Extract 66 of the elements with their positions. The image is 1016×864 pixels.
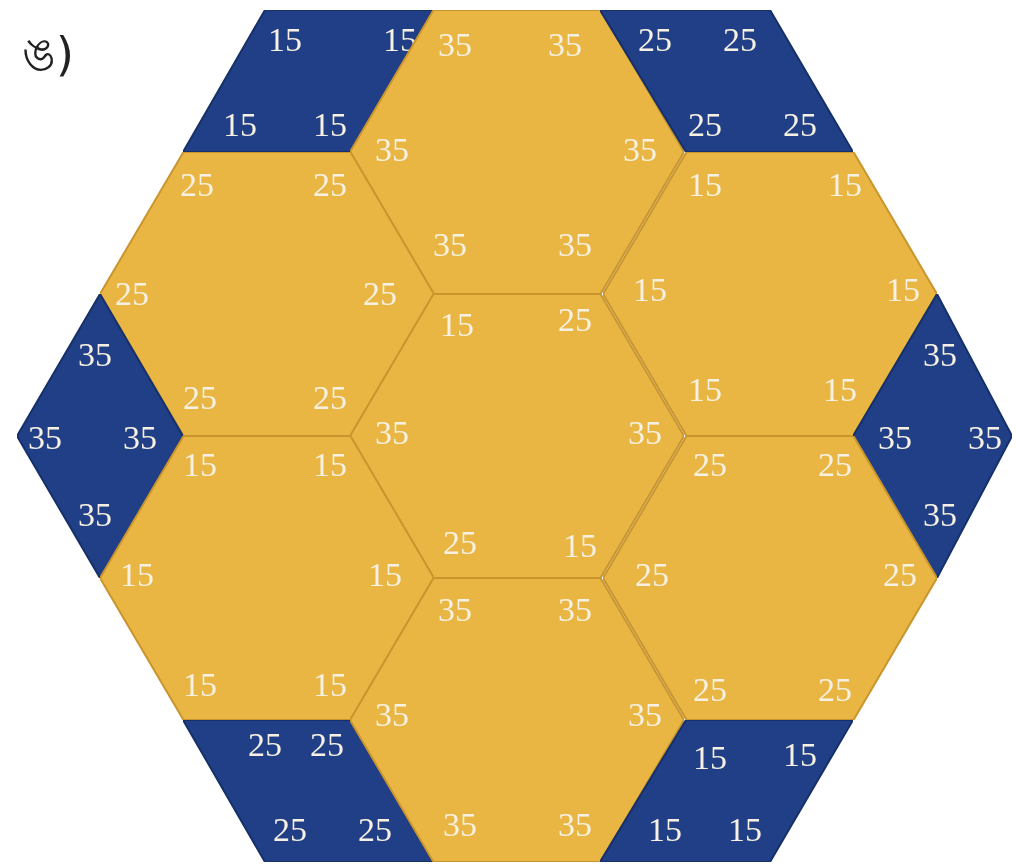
number-label: 25: [883, 558, 917, 592]
number-label: 35: [123, 421, 157, 455]
number-label: 15: [313, 668, 347, 702]
number-label: 35: [28, 421, 62, 455]
number-label: 35: [438, 593, 472, 627]
number-label: 15: [183, 668, 217, 702]
number-label: 35: [628, 698, 662, 732]
number-label: 15: [633, 273, 667, 307]
number-label: 15: [120, 558, 154, 592]
number-label: 35: [78, 338, 112, 372]
number-label: 15: [728, 813, 762, 847]
number-label: 35: [558, 593, 592, 627]
number-label: 25: [248, 728, 282, 762]
number-label: 35: [923, 498, 957, 532]
number-label: 15: [688, 373, 722, 407]
number-label: 15: [313, 448, 347, 482]
number-label: 25: [558, 303, 592, 337]
number-label: 15: [440, 308, 474, 342]
number-label: 25: [363, 277, 397, 311]
number-label: 15: [823, 373, 857, 407]
number-label: 25: [723, 23, 757, 57]
number-label: 25: [818, 673, 852, 707]
number-label: 25: [273, 813, 307, 847]
number-label: 25: [183, 381, 217, 415]
option-label: ঙ): [22, 28, 74, 80]
number-label: 15: [183, 448, 217, 482]
number-label: 15: [783, 738, 817, 772]
number-label: 35: [878, 421, 912, 455]
number-label: 35: [78, 498, 112, 532]
number-label: 25: [358, 813, 392, 847]
number-label: 35: [628, 416, 662, 450]
number-label: 35: [438, 28, 472, 62]
number-label: 25: [635, 558, 669, 592]
number-label: 15: [693, 741, 727, 775]
number-label: 15: [648, 813, 682, 847]
number-label: 25: [638, 23, 672, 57]
number-label: 15: [223, 108, 257, 142]
number-label: 35: [375, 133, 409, 167]
number-label: 35: [443, 808, 477, 842]
number-label: 25: [180, 168, 214, 202]
number-label: 15: [313, 108, 347, 142]
number-label: 15: [268, 23, 302, 57]
number-label: 15: [563, 529, 597, 563]
number-label: 35: [968, 421, 1002, 455]
number-label: 35: [558, 808, 592, 842]
number-label: 15: [828, 168, 862, 202]
number-label: 25: [693, 448, 727, 482]
number-label: 25: [313, 168, 347, 202]
number-label: 25: [313, 381, 347, 415]
number-label: 25: [310, 728, 344, 762]
number-label: 25: [693, 673, 727, 707]
number-label: 15: [368, 558, 402, 592]
number-label: 25: [783, 108, 817, 142]
number-label: 25: [818, 448, 852, 482]
number-label: 25: [115, 277, 149, 311]
number-label: 35: [375, 698, 409, 732]
number-label: 25: [443, 526, 477, 560]
number-label: 35: [375, 416, 409, 450]
number-label: 35: [548, 28, 582, 62]
number-label: 15: [886, 273, 920, 307]
number-label: 35: [623, 133, 657, 167]
number-label: 25: [688, 108, 722, 142]
number-label: 35: [433, 228, 467, 262]
number-label: 15: [688, 168, 722, 202]
number-label: 35: [558, 228, 592, 262]
number-label: 35: [923, 338, 957, 372]
